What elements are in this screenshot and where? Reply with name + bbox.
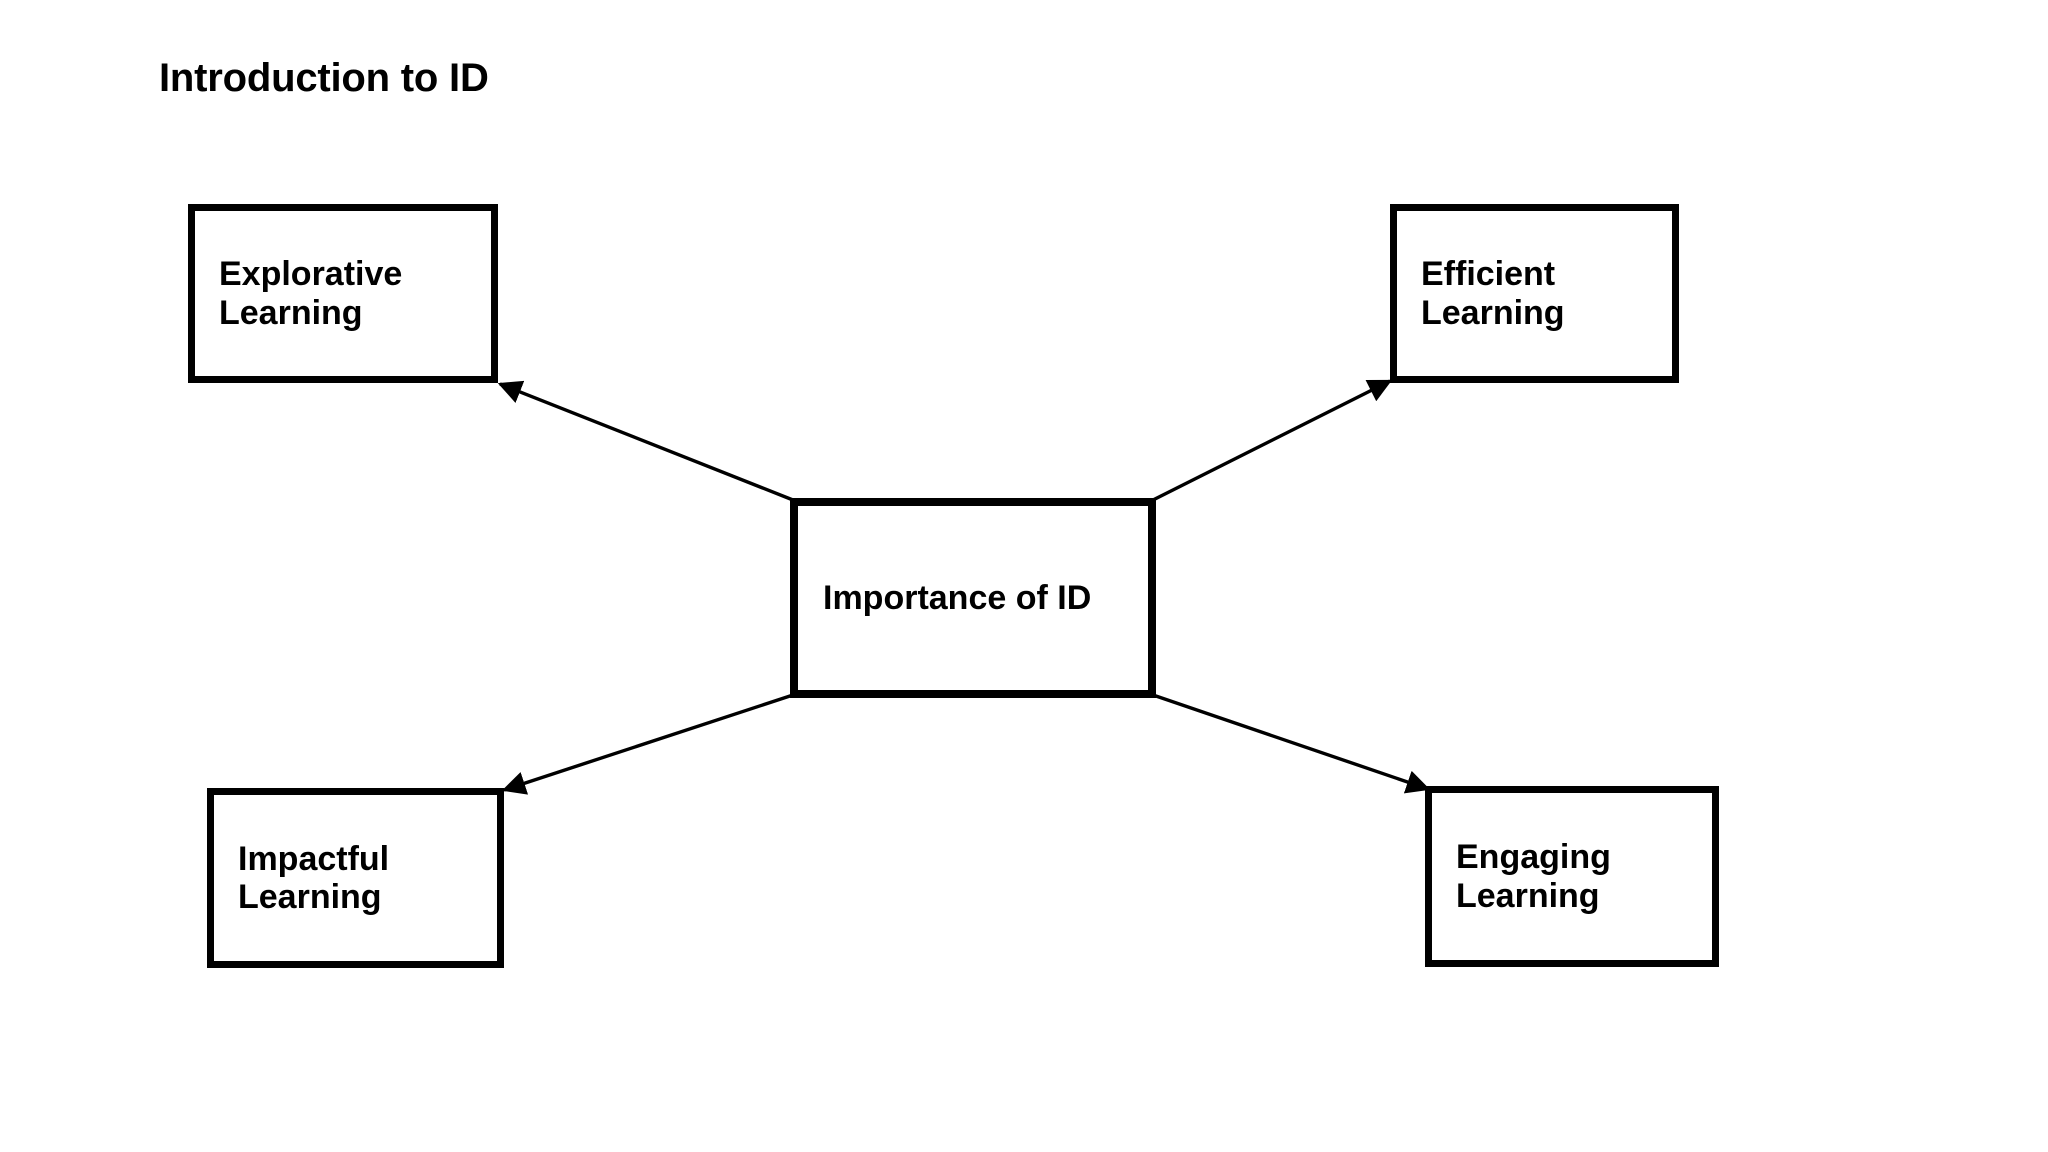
node-importance-of-id[interactable]: Importance of ID (790, 498, 1156, 698)
connector-center-to-engaging (1152, 693, 1431, 794)
node-impactful-learning-label: Impactful Learning (238, 839, 390, 916)
node-efficient-learning-label: Efficient Learning (1421, 255, 1565, 332)
connector-center-to-efficient (1152, 379, 1393, 502)
node-explorative-learning[interactable]: Explorative Learning (188, 204, 498, 383)
connector-center-to-explorative (497, 380, 794, 502)
node-engaging-learning-label: Engaging Learning (1456, 838, 1611, 915)
connector-center-to-impactful (501, 693, 794, 795)
page-title: Introduction to ID (159, 56, 489, 100)
node-explorative-learning-label: Explorative Learning (219, 255, 403, 332)
node-engaging-learning[interactable]: Engaging Learning (1425, 786, 1719, 967)
node-impactful-learning[interactable]: Impactful Learning (207, 788, 504, 968)
node-importance-of-id-label: Importance of ID (823, 578, 1092, 617)
node-efficient-learning[interactable]: Efficient Learning (1390, 204, 1679, 383)
